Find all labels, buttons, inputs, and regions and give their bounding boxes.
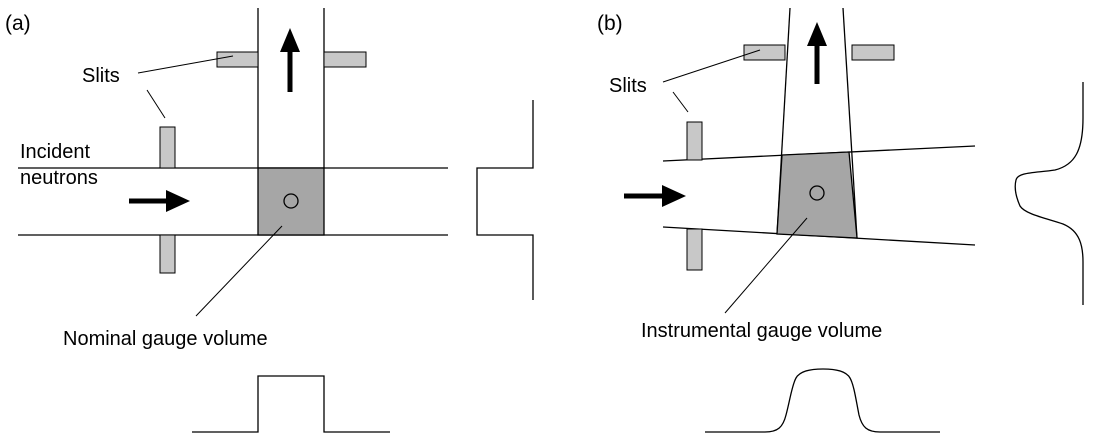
- panel-b-gauge-label: Instrumental gauge volume: [641, 320, 882, 342]
- panel-b-incident-arrow: [624, 185, 686, 207]
- panel-b-slits-leader-upper: [662, 49, 761, 83]
- panel-a-incident-slit-top: [159, 126, 176, 169]
- panel-a-gauge-leader: [195, 225, 283, 317]
- panel-a-slits-leader-upper: [137, 55, 234, 74]
- panel-b-tag: (b): [597, 12, 623, 35]
- panel-b-slits-leader-lower: [672, 91, 689, 113]
- panel-a-gauge-volume: [257, 167, 325, 236]
- panel-a-incident-slit-bottom: [159, 234, 176, 274]
- panel-b-diffracted-slit-left: [743, 44, 786, 61]
- panel-a-horizontal-profile: [192, 375, 390, 433]
- panel-a-gauge-centre: [283, 193, 299, 209]
- panel-b-gauge-volume: [776, 151, 858, 239]
- panel-b: (b) Slits Instrumental gauge volume: [597, 7, 1084, 433]
- panel-a-diffracted-slit-left: [216, 51, 259, 68]
- panel-b-incident-slit-top: [686, 121, 703, 161]
- panel-a-gauge-label: Nominal gauge volume: [63, 328, 268, 350]
- panel-b-diffracted-slit-right: [851, 44, 895, 61]
- panel-a-diffracted-slit-right: [323, 51, 367, 68]
- panel-a-incident-arrow: [129, 190, 190, 212]
- panel-a-slits-leader-lower: [146, 89, 166, 119]
- panel-a: (a) Slits Incident neutrons Nominal: [5, 8, 534, 433]
- panel-b-diffracted-arrow: [807, 22, 827, 84]
- panel-a-tag: (a): [5, 12, 31, 35]
- panel-b-gauge-centre: [809, 185, 825, 201]
- panel-a-diffracted-arrow: [280, 28, 300, 92]
- panel-a-slits-label: Slits: [82, 65, 120, 87]
- panel-b-gauge-leader: [724, 217, 808, 314]
- panel-a-incident-label-line2: neutrons: [20, 167, 98, 189]
- panel-b-horizontal-profile: [705, 368, 940, 433]
- panel-a-vertical-profile: [476, 100, 534, 300]
- panel-b-vertical-profile: [1014, 82, 1084, 305]
- panel-a-incident-label-line1: Incident: [20, 141, 90, 163]
- panel-b-diffracted-beam-right: [842, 7, 858, 239]
- panel-b-incident-slit-bottom: [686, 228, 703, 271]
- panel-b-slits-label: Slits: [609, 75, 647, 97]
